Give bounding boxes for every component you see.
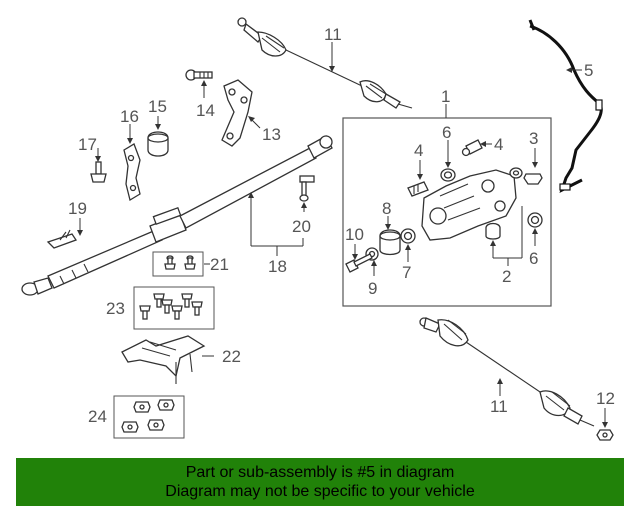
callout-11-upper: 11 <box>324 25 342 44</box>
seal-6-upper[interactable] <box>440 168 456 182</box>
differential-assembly-box <box>342 117 552 307</box>
callout-21: 21 <box>210 255 229 274</box>
callout-7: 7 <box>402 263 411 282</box>
callout-17: 17 <box>78 135 97 154</box>
nut-12[interactable] <box>596 429 614 441</box>
info-banner: Part or sub-assembly is #5 in diagram Di… <box>16 458 624 506</box>
bracket-16[interactable] <box>123 143 141 202</box>
banner-line-2: Diagram may not be specific to your vehi… <box>165 483 475 500</box>
bolt-set-21[interactable] <box>152 251 204 277</box>
bracket-13[interactable] <box>221 79 253 147</box>
upper-half-shaft[interactable] <box>237 17 413 109</box>
callout-9: 9 <box>368 279 377 298</box>
callout-18: 18 <box>268 257 287 276</box>
parts-diagram: 1 2 3 4 4 5 6 6 7 8 9 10 11 11 12 13 14 … <box>21 17 615 441</box>
callout-23: 23 <box>106 299 125 318</box>
callout-12: 12 <box>596 389 615 408</box>
sensor-4-left[interactable] <box>407 181 429 197</box>
callout-20: 20 <box>292 217 311 236</box>
sensor-4-upper[interactable] <box>461 139 483 157</box>
seal-7[interactable] <box>400 228 416 244</box>
banner-line-1: Part or sub-assembly is #5 in diagram <box>185 464 455 481</box>
callout-15: 15 <box>148 97 167 116</box>
seal-6-right[interactable] <box>527 212 543 228</box>
plug-3[interactable] <box>523 173 543 185</box>
callout-8: 8 <box>382 199 391 218</box>
callout-22: 22 <box>222 347 241 366</box>
differential-housing[interactable] <box>421 169 517 241</box>
wiring-harness[interactable] <box>528 19 603 193</box>
nut-set-24[interactable] <box>113 395 185 439</box>
callout-11-lower: 11 <box>490 397 508 416</box>
bolt-20[interactable] <box>299 175 315 202</box>
callout-5: 5 <box>584 61 593 80</box>
bolt-14[interactable] <box>185 69 213 81</box>
bolt-17[interactable] <box>90 161 107 183</box>
callout-3: 3 <box>529 129 538 148</box>
bushing-15[interactable] <box>147 131 169 157</box>
drive-shaft[interactable] <box>21 135 333 296</box>
clip-19[interactable] <box>46 229 77 249</box>
bushing-2-right[interactable] <box>509 167 523 179</box>
callout-14: 14 <box>196 101 215 120</box>
callout-19: 19 <box>68 199 87 218</box>
bracket-22[interactable] <box>121 335 206 384</box>
callout-24: 24 <box>88 407 107 426</box>
callout-10: 10 <box>345 225 364 244</box>
callout-16: 16 <box>120 107 139 126</box>
callout-6-upper: 6 <box>442 123 451 142</box>
callout-6-right: 6 <box>529 249 538 268</box>
bushing-8[interactable] <box>379 229 401 256</box>
bushing-2-lower[interactable] <box>485 222 501 240</box>
bolt-set-23[interactable] <box>133 286 215 330</box>
callout-2: 2 <box>502 267 511 286</box>
callout-1: 1 <box>441 87 450 106</box>
bolt-10[interactable] <box>345 253 373 273</box>
callout-4-left: 4 <box>414 141 423 160</box>
lower-half-shaft[interactable] <box>419 317 595 427</box>
callout-13: 13 <box>262 125 281 144</box>
callout-4-upper: 4 <box>494 135 503 154</box>
